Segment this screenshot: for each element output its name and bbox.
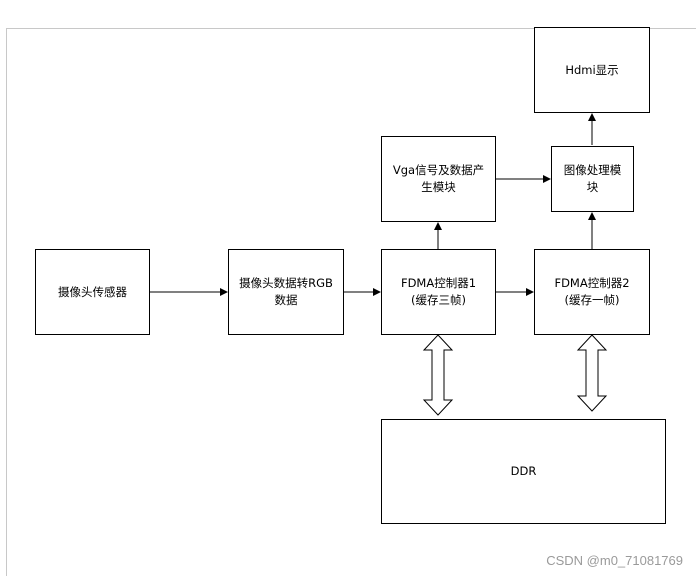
double-arrow-fdma1-ddr xyxy=(422,334,454,416)
diagram-canvas xyxy=(6,28,696,576)
node-image-processing-label: 图像处理模 块 xyxy=(563,163,622,194)
node-vga-signal-module: Vga信号及数据产 生模块 xyxy=(381,136,496,222)
node-camera-sensor: 摄像头传感器 xyxy=(35,249,150,335)
watermark: CSDN @m0_71081769 xyxy=(546,553,683,568)
double-arrow-fdma2-ddr xyxy=(576,334,608,412)
node-rgb-convert-label: 摄像头数据转RGB 数据 xyxy=(239,276,333,307)
node-ddr-label: DDR xyxy=(510,464,537,479)
node-fdma-controller-2: FDMA控制器2 (缓存一帧) xyxy=(534,249,650,335)
node-rgb-convert: 摄像头数据转RGB 数据 xyxy=(228,249,344,335)
node-fdma-controller-1: FDMA控制器1 (缓存三帧) xyxy=(381,249,496,335)
node-fdma-controller-1-label: FDMA控制器1 (缓存三帧) xyxy=(400,276,477,307)
node-ddr: DDR xyxy=(381,419,666,524)
node-hdmi-display-label: Hdmi显示 xyxy=(565,62,619,77)
node-vga-signal-module-label: Vga信号及数据产 生模块 xyxy=(392,163,485,194)
node-hdmi-display: Hdmi显示 xyxy=(534,27,650,113)
node-image-processing: 图像处理模 块 xyxy=(551,146,634,212)
node-camera-sensor-label: 摄像头传感器 xyxy=(58,284,127,299)
node-fdma-controller-2-label: FDMA控制器2 (缓存一帧) xyxy=(554,276,630,307)
